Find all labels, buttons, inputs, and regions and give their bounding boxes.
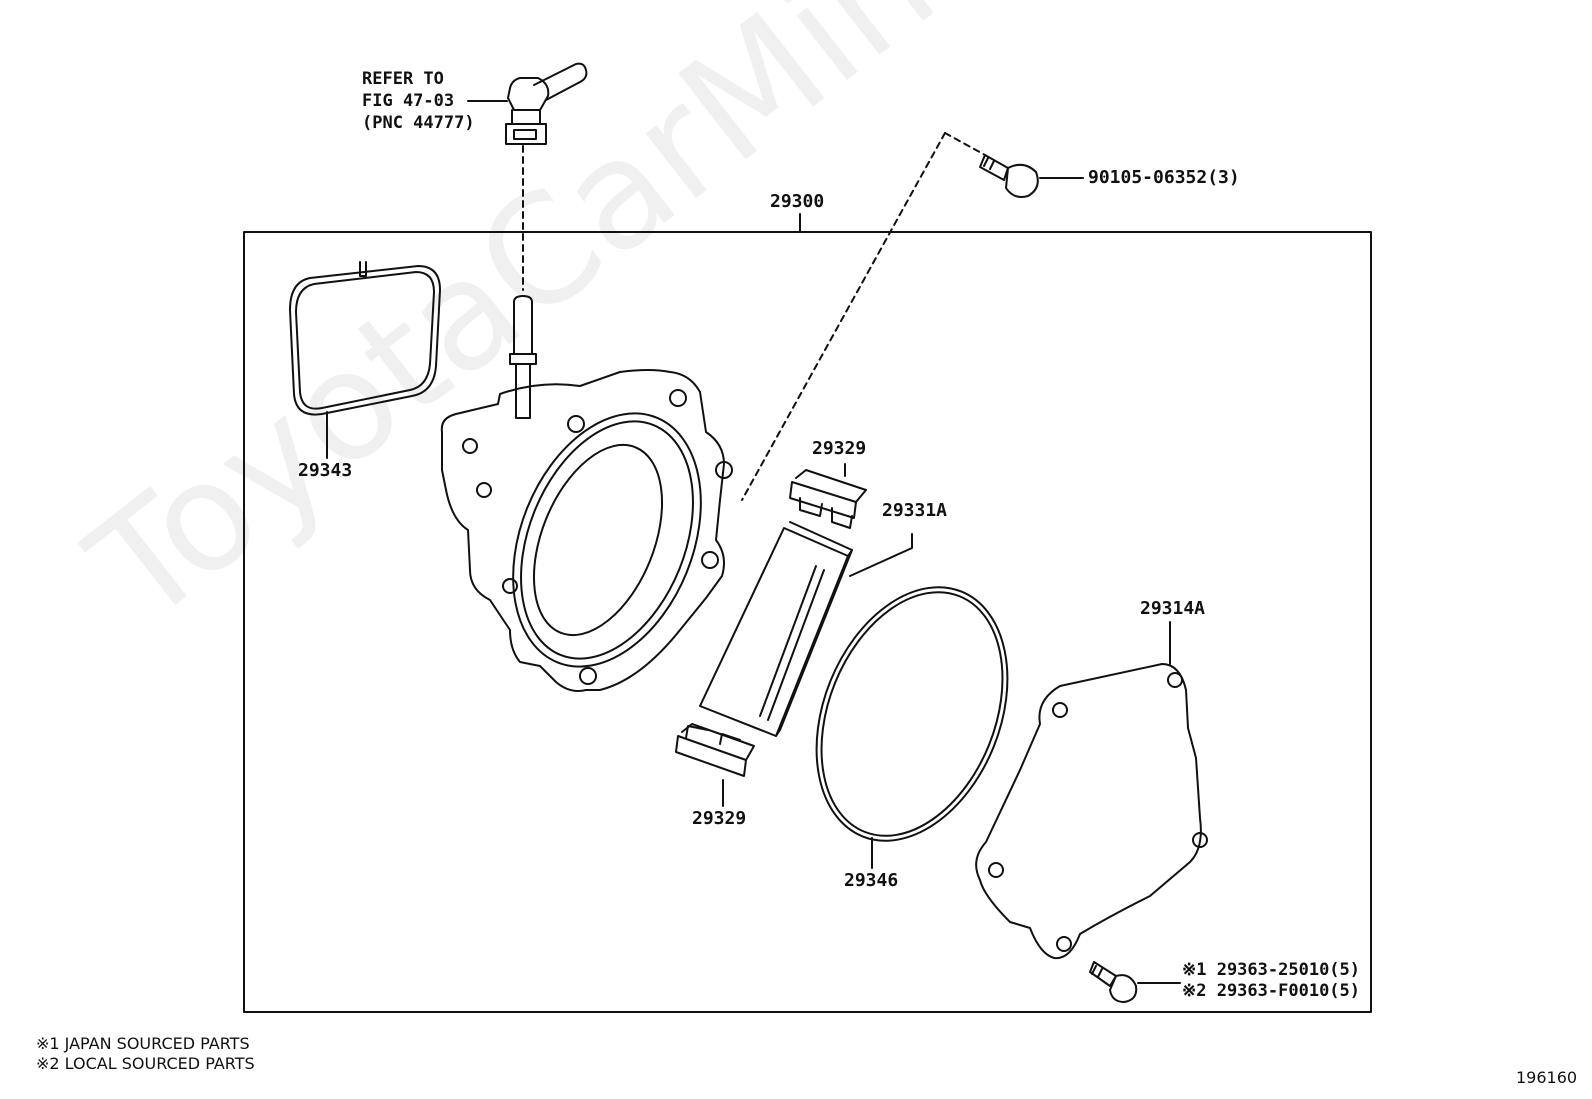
nipple-icon [509, 295, 537, 419]
label-29343[interactable]: 29343 [298, 460, 353, 481]
hose-fitting-icon [505, 62, 588, 145]
label-29331A[interactable]: 29331A [882, 500, 948, 521]
refer-line-2: FIG 47-03 [362, 91, 455, 111]
figure-number: 196160 [1516, 1068, 1578, 1087]
vane-top-icon [789, 469, 867, 529]
housing-dashed-line [741, 132, 946, 501]
bolt-top-icon [979, 154, 1039, 198]
label-29314A[interactable]: 29314A [1140, 598, 1206, 619]
label-29300[interactable]: 29300 [770, 191, 825, 212]
cover-icon [975, 663, 1208, 960]
refer-line-1: REFER TO [362, 69, 444, 89]
footnote-japan: ※1 JAPAN SOURCED PARTS [36, 1034, 250, 1053]
bolt-cover-icon [1089, 961, 1138, 1003]
vane-bottom-icon [675, 723, 755, 777]
label-29329-bottom[interactable]: 29329 [692, 808, 747, 829]
bolt-dashed-line [944, 132, 986, 156]
label-29363-F0010[interactable]: ※2 29363-F0010(5) [1182, 981, 1361, 1001]
refer-line-3: (PNC 44777) [362, 113, 475, 133]
label-29329-top[interactable]: 29329 [812, 438, 867, 459]
label-90105-06352[interactable]: 90105-06352(3) [1088, 167, 1240, 188]
assembly-frame [243, 231, 1372, 1013]
pump-housing-icon [440, 369, 733, 692]
rotor-leader [849, 533, 913, 577]
gasket-icon [289, 261, 441, 416]
footnote-local: ※2 LOCAL SOURCED PARTS [36, 1054, 255, 1073]
refer-note: REFER TO FIG 47-03 (PNC 44777) [362, 68, 475, 134]
label-29346[interactable]: 29346 [844, 870, 899, 891]
label-29363-25010[interactable]: ※1 29363-25010(5) [1182, 960, 1361, 980]
rotor-icon [699, 521, 853, 737]
oring-icon [815, 586, 1009, 842]
